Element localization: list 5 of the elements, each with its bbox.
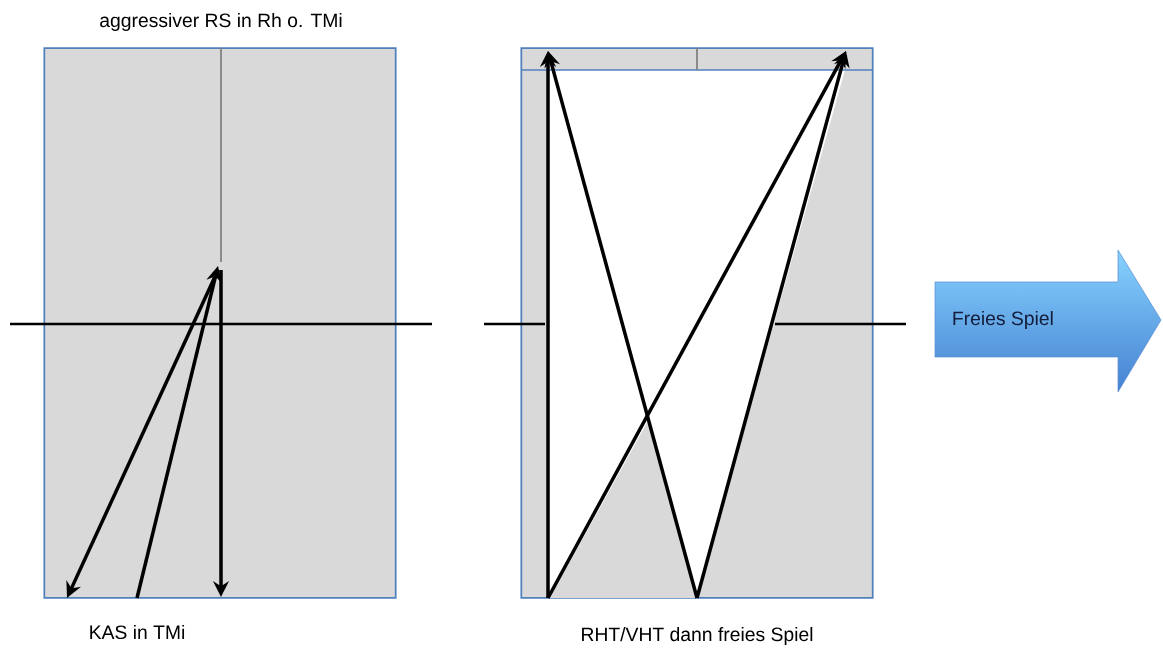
table-outline [520,47,874,599]
table-outline [43,47,397,599]
table-caption: aggressiver RS in Rh o. TMi [100,13,342,31]
table-caption: KAS in TMi [90,624,185,640]
table-caption: RHT/VHT dann freies Spiel [582,627,813,645]
